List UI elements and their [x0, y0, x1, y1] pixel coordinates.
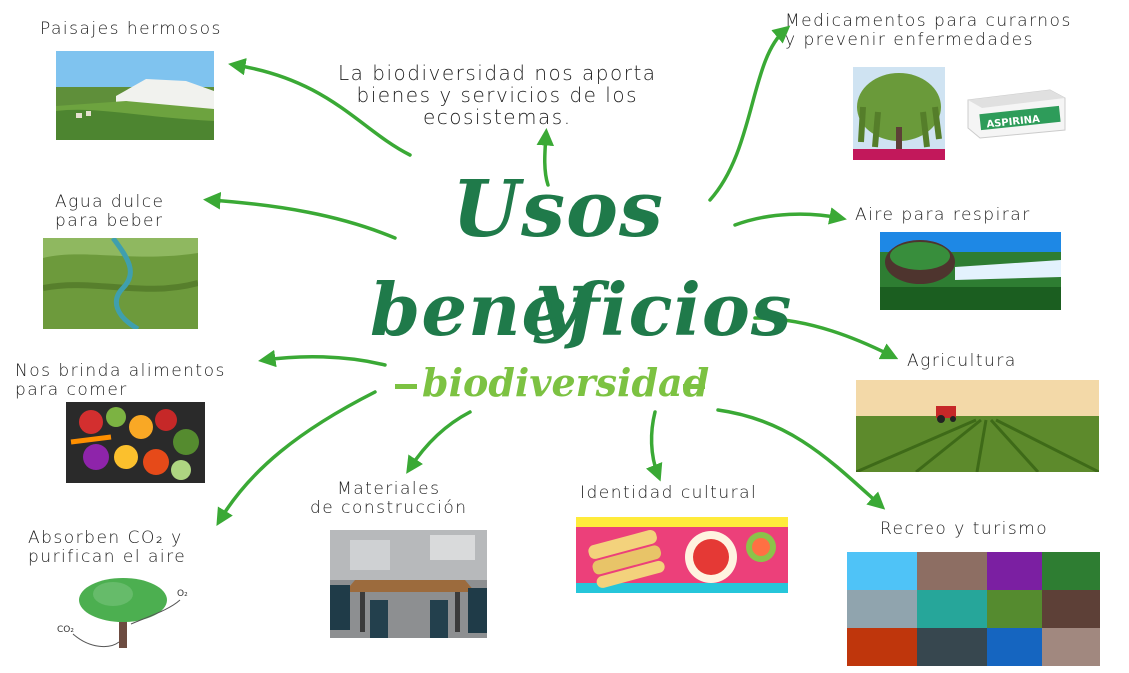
arrow-water [203, 192, 397, 240]
arrow-agriculture [753, 316, 899, 360]
air-label: Aire para respirar [855, 205, 1031, 225]
willow-tree-image [853, 67, 945, 160]
tourism-label: Recreo y turismo [880, 519, 1049, 539]
arrow-landscapes [228, 58, 412, 157]
arrow-food [258, 349, 387, 368]
arrow-tourism [716, 408, 886, 510]
top-note-label: La biodiversidad nos aporta bienes y ser… [338, 61, 657, 129]
vegetables-image [66, 402, 205, 483]
co2-label: Absorben CO₂ y purifican el aire [28, 528, 187, 567]
landscape-image [56, 51, 214, 140]
mexican-food-image [576, 517, 788, 593]
river-image [43, 238, 198, 329]
tourism-collage-image [847, 552, 1100, 666]
food-label: Nos brinda alimentos para comer [15, 361, 226, 400]
medicine-label: Medicamentos para curarnos y prevenir en… [785, 11, 1072, 50]
tree-o2-label: O₂ [177, 589, 188, 599]
subtitle-dash-left [395, 384, 417, 389]
tree-co2-image: CO₂ O₂ [55, 574, 200, 650]
arrow-identity [645, 410, 663, 482]
subtitle-dash-right [683, 384, 705, 389]
center-title-line1: Usos y [452, 164, 664, 345]
arrow-top-note [536, 128, 555, 187]
arrow-co2 [216, 390, 377, 527]
aspirin-box-image: ASPIRINA [960, 80, 1070, 140]
landscapes-label: Paisajes hermosos [40, 19, 222, 39]
arrow-air [733, 207, 847, 227]
materials-label: Materiales de construcción [310, 479, 468, 518]
tree-co2-label: CO₂ [57, 625, 74, 635]
arrow-medicine [708, 25, 791, 202]
farm-field-image [856, 380, 1099, 472]
center-title-line2: beneficios [370, 267, 793, 352]
water-label: Agua dulce para beber [55, 192, 165, 231]
agriculture-label: Agricultura [907, 351, 1017, 371]
arrow-materials [406, 410, 472, 474]
center-subtitle: biodiversidad [422, 360, 710, 405]
furniture-image [330, 530, 487, 638]
identity-label: Identidad cultural [580, 483, 758, 503]
forest-air-image [880, 232, 1061, 310]
